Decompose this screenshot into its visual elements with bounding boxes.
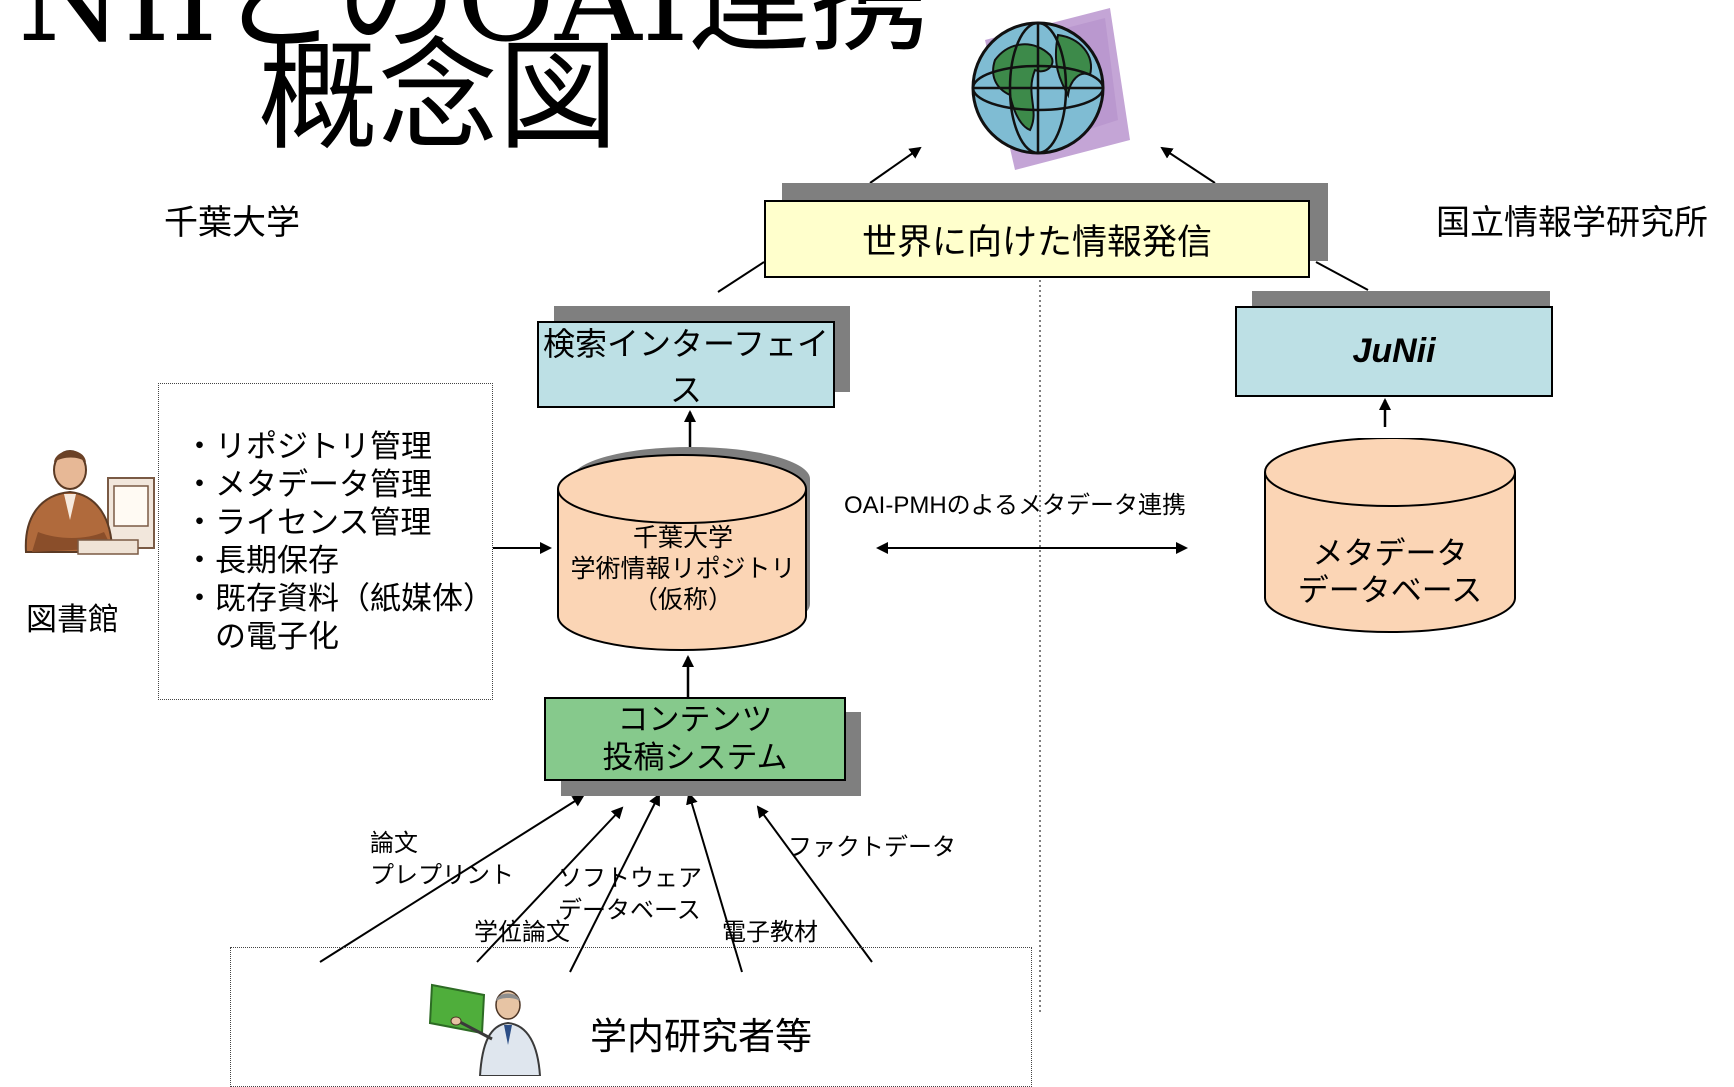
search-interface-box: 検索インターフェイス [537,321,835,408]
content-type-paper-line2: プレプリント [370,861,514,889]
arrow-software [569,793,660,973]
page-title-line1: NIIとのOAI連携 [18,0,929,60]
metadata-db-label-line1: メタデータ [1312,536,1468,572]
junii-box: JuNii [1235,306,1553,397]
contents-system-label-line1: コンテンツ [617,702,773,738]
arrow-factdata [756,805,873,963]
region-label-nii: 国立情報学研究所 [1436,205,1708,242]
metadata-db-cylinder: メタデータ データベース [1262,437,1518,638]
library-task-item: ・長期保存 [184,543,339,579]
metadata-db-label-line2: データベース [1297,573,1483,609]
page-title-line2: 概念図 [258,28,618,167]
librarian-at-computer-icon [8,440,156,568]
world-line-right [1315,261,1369,291]
contents-system-box: コンテンツ 投稿システム [544,697,846,781]
arrow-thesis [476,806,624,963]
junii-label: JuNii [1352,332,1436,370]
content-type-paper-line1: 論文 [370,829,418,857]
content-type-elearning: 電子教材 [722,918,818,946]
content-type-factdata: ファクトデータ [788,833,956,861]
contents-system-label-line2: 投稿システム [602,740,788,776]
library-task-item: の電子化 [184,619,339,655]
researchers-label: 学内研究者等 [590,1015,812,1058]
library-label: 図書館 [26,602,119,638]
library-task-item: ・リポジトリ管理 [184,429,432,465]
library-task-item: ・ライセンス管理 [184,505,432,541]
world-line-left [717,261,765,293]
oai-pmh-label: OAI-PMHのよるメタデータ連携 [844,492,1186,519]
content-type-paper: 論文 プレプリント [370,827,514,891]
library-tasks-box [158,383,493,700]
content-type-thesis: 学位論文 [474,918,570,946]
library-task-item: ・既存資料（紙媒体） [184,581,494,617]
library-tasks-list: ・リポジトリ管理 ・メタデータ管理 ・ライセンス管理 ・長期保存 ・既存資料（紙… [184,428,494,656]
arrow-paper [319,794,585,963]
content-type-software-line1: ソフトウェア [558,864,702,892]
search-interface-label: 検索インターフェイス [542,325,830,408]
repository-label-line1: 千葉大学 [632,523,733,552]
arrow-elearning [686,792,743,973]
arrow-to-globe-right [1160,146,1216,184]
library-task-item: ・メタデータ管理 [184,467,432,503]
repository-cylinder: 千葉大学 学術情報リポジトリ （仮称） [552,444,822,652]
repository-label-line2: 学術情報リポジトリ [570,554,796,583]
arrow-to-globe-left [869,146,922,184]
region-label-chiba: 千葉大学 [164,205,300,242]
world-dissemination-box: 世界に向けた情報発信 [764,200,1310,278]
repository-label-line3: （仮称） [632,585,733,614]
lecturer-at-board-icon [428,983,548,1077]
content-type-software-line2: データベース [558,896,701,924]
globe-icon [940,0,1140,175]
world-dissemination-label: 世界に向けた情報発信 [861,222,1212,263]
content-type-software: ソフトウェア データベース [558,862,702,926]
